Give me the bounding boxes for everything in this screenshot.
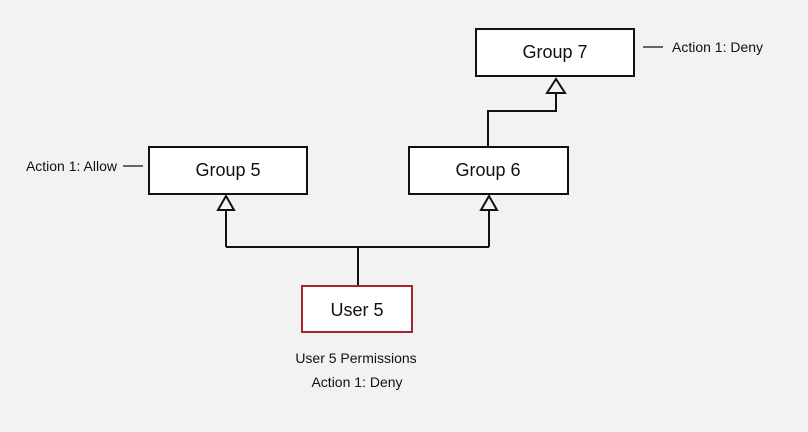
node-user5-box — [301, 285, 413, 333]
user5-permissions-value: Action 1: Deny — [311, 374, 402, 390]
connector-group6-to-group7 — [487, 93, 557, 147]
node-group6-box — [408, 146, 569, 195]
node-group5-box — [148, 146, 308, 195]
node-group6: Group 6 — [408, 146, 569, 195]
connector-lines — [123, 46, 663, 286]
node-group7: Group 7 — [475, 28, 635, 77]
arrowhead-group5 — [216, 193, 236, 211]
node-group7-label: Group 7 — [522, 42, 587, 62]
arrowhead-group7 — [545, 77, 567, 94]
node-user5: User 5 — [301, 285, 413, 333]
node-group7-box — [475, 28, 635, 77]
group5-permission-note: Action 1: Allow — [26, 158, 118, 174]
arrowheads — [216, 77, 567, 211]
user5-permissions-title: User 5 Permissions — [295, 350, 416, 366]
group7-permission-note: Action 1: Deny — [672, 39, 763, 55]
node-group6-label: Group 6 — [455, 160, 520, 180]
node-user5-label: User 5 — [330, 300, 383, 320]
node-group5-label: Group 5 — [195, 160, 260, 180]
node-group5: Group 5 — [148, 146, 308, 195]
arrowhead-group6 — [479, 193, 499, 211]
